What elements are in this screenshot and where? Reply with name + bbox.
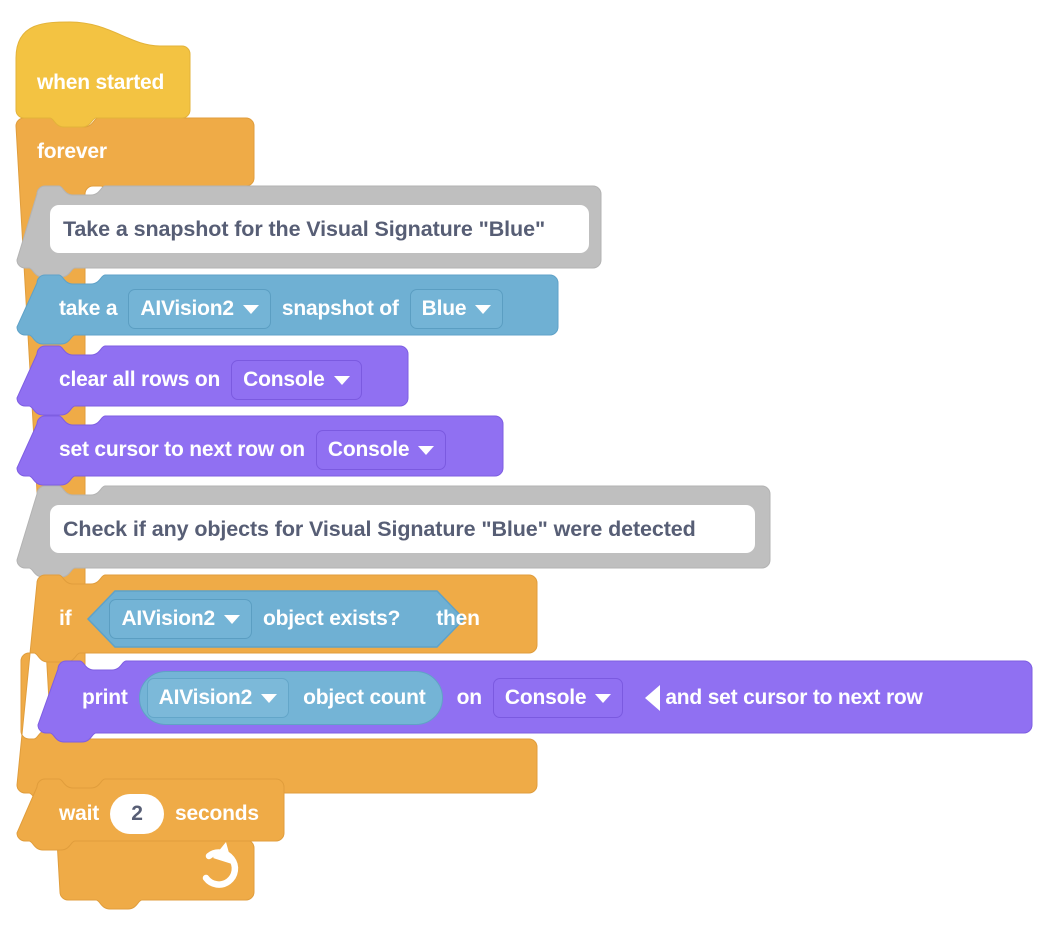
chevron-down-icon: [418, 445, 435, 455]
clear-rows-target-value: Console: [243, 368, 325, 391]
print-target-dropdown[interactable]: Console: [492, 678, 624, 718]
loop-arrow-icon: [202, 842, 239, 888]
print-target-value: Console: [504, 686, 587, 709]
wait-suffix-label: seconds: [175, 802, 259, 825]
forever-label: forever: [37, 140, 107, 163]
set-cursor-target-dropdown[interactable]: Console: [315, 430, 447, 470]
if-prefix-label: if: [59, 607, 72, 630]
chevron-down-icon: [261, 693, 278, 703]
print-middle-label: on: [456, 686, 482, 709]
clear-rows-target-dropdown[interactable]: Console: [231, 360, 362, 400]
wait-seconds-input[interactable]: 2: [110, 794, 165, 834]
comment-2-text: Check if any objects for Visual Signatur…: [63, 516, 696, 541]
chevron-down-icon: [475, 304, 492, 314]
take-snapshot-middle-label: snapshot of: [281, 297, 399, 320]
when-started-block-shape[interactable]: [15, 21, 191, 128]
set-cursor-target-value: Console: [327, 438, 410, 461]
if-condition-device-value: AIVision2: [121, 607, 215, 630]
triangle-left-icon[interactable]: [645, 685, 661, 711]
chevron-down-icon: [242, 304, 259, 314]
chevron-down-icon: [595, 693, 612, 703]
clear-rows-prefix-label: clear all rows on: [59, 368, 221, 391]
comment-1-text: Take a snapshot for the Visual Signature…: [63, 216, 546, 241]
chevron-down-icon: [223, 614, 240, 624]
comment-2-field[interactable]: Check if any objects for Visual Signatur…: [50, 505, 755, 553]
print-reporter-device-value: AIVision2: [158, 686, 253, 709]
print-reporter-device-dropdown[interactable]: AIVision2: [146, 678, 290, 718]
snapshot-device-value: AIVision2: [140, 297, 234, 320]
wait-prefix-label: wait: [59, 802, 100, 825]
when-started-label: when started: [37, 71, 165, 94]
comment-1-field[interactable]: Take a snapshot for the Visual Signature…: [50, 205, 589, 253]
snapshot-signature-value: Blue: [421, 297, 467, 320]
print-prefix-label: print: [82, 686, 128, 709]
if-condition-device-dropdown[interactable]: AIVision2: [109, 599, 252, 639]
if-suffix-label: then: [436, 607, 480, 630]
snapshot-signature-dropdown[interactable]: Blue: [409, 289, 504, 329]
take-snapshot-prefix-label: take a: [59, 297, 118, 320]
print-suffix-label: and set cursor to next row: [665, 686, 923, 709]
print-reporter-label: object count: [303, 686, 426, 709]
chevron-down-icon: [333, 375, 350, 385]
if-condition-label: object exists?: [262, 607, 401, 630]
object-count-reporter[interactable]: AIVision2 object count: [138, 671, 443, 725]
set-cursor-prefix-label: set cursor to next row on: [59, 438, 305, 461]
snapshot-device-dropdown[interactable]: AIVision2: [128, 289, 271, 329]
